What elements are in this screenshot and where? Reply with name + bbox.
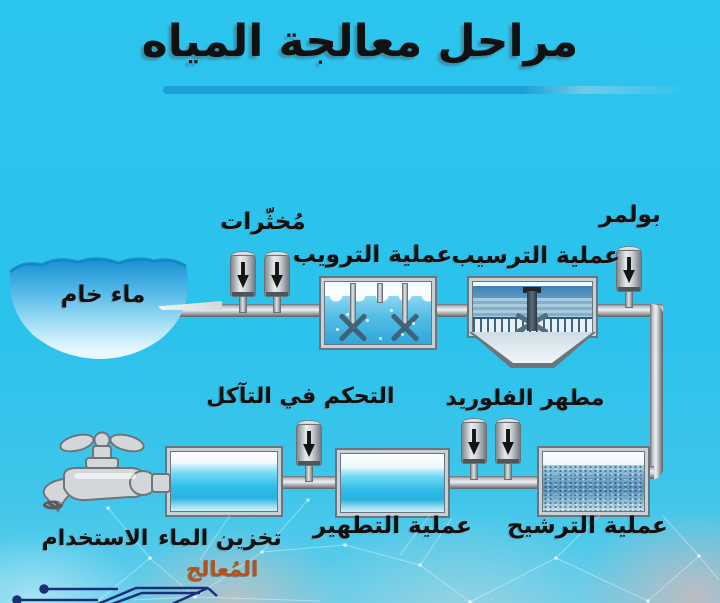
flocculation-tank (319, 276, 437, 350)
filtration-label: عملية الترشيح (507, 513, 668, 539)
bubbles (346, 313, 349, 316)
tank-headspace (543, 452, 644, 466)
tank-headspace (341, 454, 444, 468)
storage-label: تخزين الماء (158, 526, 282, 551)
dispenser-stem (305, 465, 313, 482)
scraper-column (527, 291, 537, 331)
filter-media (543, 465, 644, 511)
tank-headspace (171, 452, 277, 464)
filtration-tank (537, 446, 650, 517)
dispenser-stem (239, 296, 247, 313)
sedimentation-label: عملية الترسيب (451, 243, 621, 269)
page-title: مراحل معالجة المياه (141, 16, 579, 67)
dispenser-body (495, 422, 521, 464)
pipe-inlet-highlight (158, 301, 222, 310)
disinfection-tank (335, 448, 450, 518)
polymer-dispenser (616, 246, 642, 308)
usage-label: الاستخدام (41, 526, 149, 551)
dispenser-stem (504, 463, 512, 480)
coagulant-dispenser-1 (230, 251, 256, 313)
baffle (377, 283, 383, 303)
faucet-icon (42, 431, 170, 513)
coagulation-label: عملية الترويب (292, 242, 453, 268)
fluoride-dispenser-1 (461, 418, 487, 480)
down-arrow-icon (303, 431, 315, 457)
dispenser-body (461, 422, 487, 464)
dispenser-body (296, 424, 322, 466)
circuit-icon (12, 584, 218, 603)
water-surface (473, 282, 592, 286)
tank-water (171, 464, 277, 511)
tank-water (341, 468, 444, 512)
coagulant-dispenser-2 (264, 251, 290, 313)
title-underline (163, 86, 690, 94)
dispenser-body (264, 255, 290, 297)
storage-tank (165, 446, 283, 517)
down-arrow-icon (237, 262, 249, 288)
corrosion-dispenser (296, 420, 322, 482)
fluoride-label: مطهر الفلوريد (445, 386, 605, 411)
scraper-motor-cap (523, 287, 541, 293)
polymer-label: بولمر (599, 202, 661, 228)
disinfection-label: عملية التطهير (312, 513, 473, 539)
corrosion-control-label: التحكم في التآكل (206, 384, 395, 409)
treated-label: المُعالج (186, 557, 259, 581)
raw-water-body (9, 257, 189, 360)
mixer-shaft (350, 283, 356, 325)
down-arrow-icon (271, 262, 283, 288)
mixer-shaft (402, 283, 408, 325)
dispenser-stem (470, 463, 478, 480)
coagulants-label: مُخثّرات (220, 209, 306, 235)
down-arrow-icon (502, 429, 514, 455)
raw-water-label: ماء خام (60, 282, 146, 308)
dispenser-body (616, 250, 642, 292)
fluoride-dispenser-2 (495, 418, 521, 480)
dispenser-body (230, 255, 256, 297)
dispenser-stem (273, 296, 281, 313)
dispenser-stem (625, 291, 633, 308)
right-down-pipe (650, 304, 663, 479)
down-arrow-icon (623, 257, 635, 283)
down-arrow-icon (468, 429, 480, 455)
sedimentation-tank (467, 276, 598, 338)
